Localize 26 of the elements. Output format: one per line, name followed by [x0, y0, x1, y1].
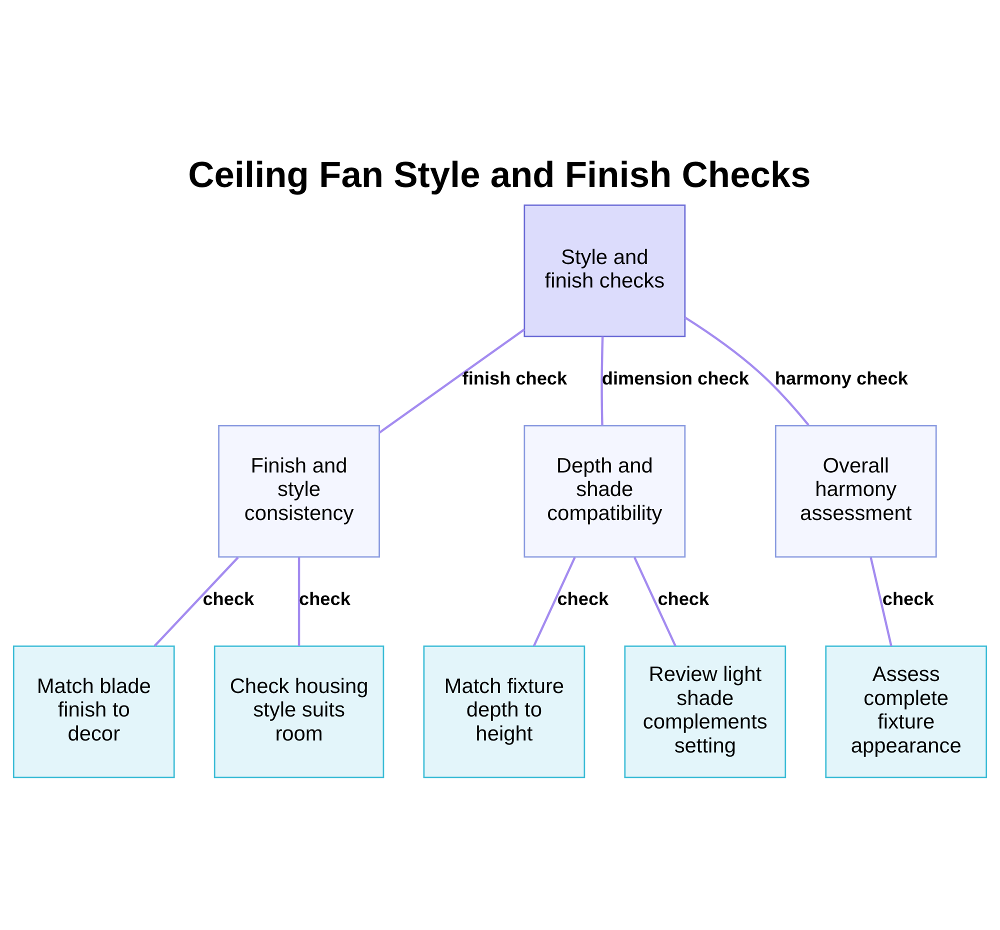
diagram-title: Ceiling Fan Style and Finish Checks — [188, 153, 811, 194]
node-box: Style and finish checks — [524, 204, 686, 337]
edge-label: check — [299, 588, 350, 608]
connector — [634, 556, 676, 646]
connector — [684, 316, 810, 426]
node-box: Match blade finish to decor — [12, 645, 175, 778]
connector — [154, 556, 239, 646]
connector — [600, 336, 604, 425]
node-box: Overall harmony assessment — [774, 424, 937, 558]
connector — [532, 556, 576, 646]
connector — [378, 328, 526, 434]
node-box: Assess complete fixture appearance — [825, 645, 988, 778]
node-box: Review light shade complements setting — [624, 645, 786, 778]
edge-label: dimension check — [602, 368, 749, 388]
connector — [870, 556, 892, 646]
node-box: Match fixture depth to height — [423, 645, 586, 778]
node-box: Finish and style consistency — [218, 424, 380, 558]
edge-label: check — [882, 588, 934, 608]
edge-label: check — [557, 588, 609, 608]
node-box: Check housing style suits room — [214, 645, 384, 778]
edge-label: check — [658, 588, 710, 608]
node-box: Depth and shade compatibility — [524, 424, 686, 558]
edge-label: harmony check — [774, 368, 908, 388]
edge-label: check — [202, 588, 254, 608]
edge-label: finish check — [462, 368, 568, 388]
connector — [298, 556, 300, 646]
